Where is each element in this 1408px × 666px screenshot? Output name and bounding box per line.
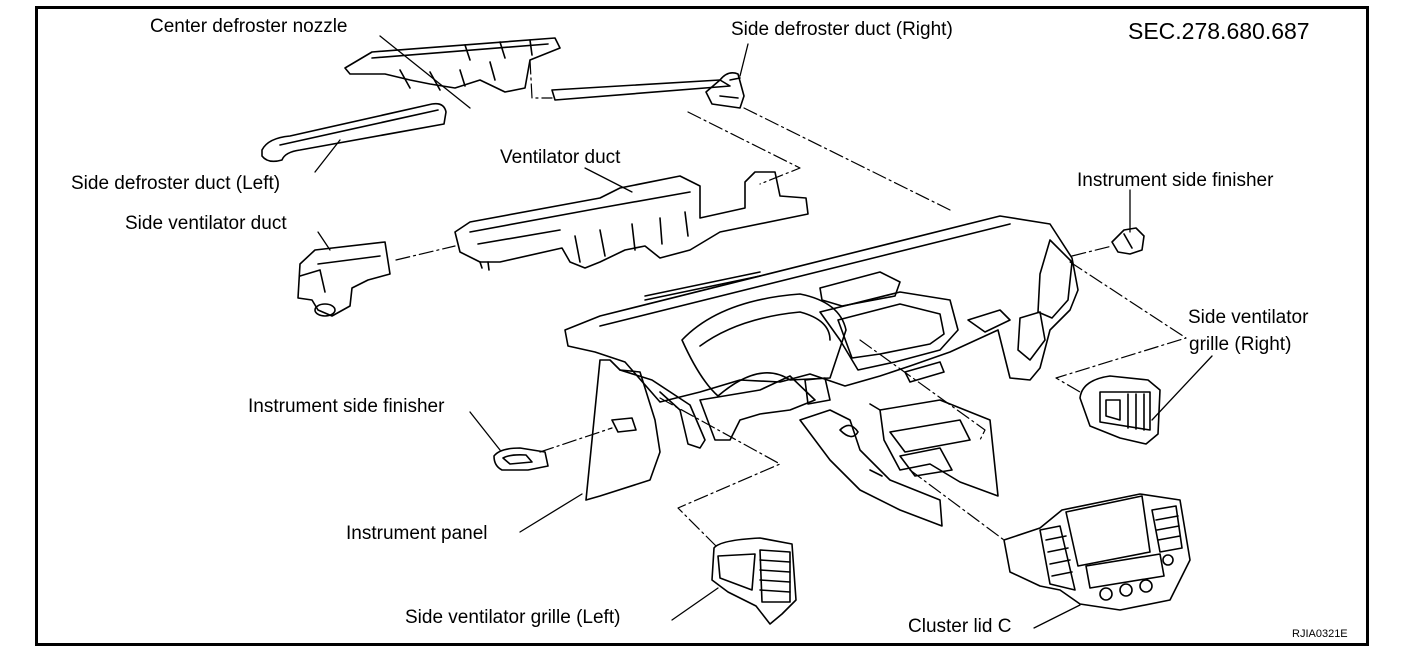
label-instrument-panel: Instrument panel — [346, 523, 488, 544]
label-center-defroster-nozzle: Center defroster nozzle — [150, 16, 348, 37]
instrument-side-finisher-right-part — [1111, 227, 1145, 255]
side-defroster-duct-left-part — [261, 102, 447, 163]
instrument-panel-part — [564, 215, 1079, 403]
figure-code: RJIA0321E — [1292, 628, 1348, 640]
label-side-ventilator-grille-right-line2: grille (Right) — [1189, 334, 1292, 355]
section-code: SEC.278.680.687 — [1128, 18, 1310, 44]
cluster-lid-c-part — [1003, 493, 1191, 611]
side-ventilator-duct-part — [297, 241, 391, 317]
label-side-ventilator-grille-left: Side ventilator grille (Left) — [405, 607, 621, 628]
label-side-ventilator-grille-right-line1: Side ventilator — [1188, 307, 1309, 328]
label-cluster-lid-c: Cluster lid C — [908, 616, 1012, 637]
label-ventilator-duct: Ventilator duct — [500, 147, 621, 168]
diagram-frame — [35, 6, 1369, 646]
instrument-panel-lower-part — [585, 359, 999, 527]
label-side-defroster-duct-left: Side defroster duct (Left) — [71, 173, 281, 194]
side-ventilator-grille-left-part — [711, 537, 797, 625]
assembly-lines — [395, 59, 1187, 547]
label-instrument-side-finisher-right: Instrument side finisher — [1077, 170, 1274, 191]
leader-lines — [314, 35, 1213, 629]
ventilator-duct-part — [454, 171, 809, 271]
label-side-ventilator-duct: Side ventilator duct — [125, 213, 287, 234]
side-ventilator-grille-right-part — [1079, 375, 1161, 445]
side-defroster-duct-right-part — [551, 72, 745, 109]
label-side-defroster-duct-right: Side defroster duct (Right) — [731, 19, 953, 40]
center-defroster-nozzle-part — [344, 37, 561, 93]
label-instrument-side-finisher-left: Instrument side finisher — [248, 396, 445, 417]
instrument-side-finisher-left-part — [493, 447, 549, 471]
